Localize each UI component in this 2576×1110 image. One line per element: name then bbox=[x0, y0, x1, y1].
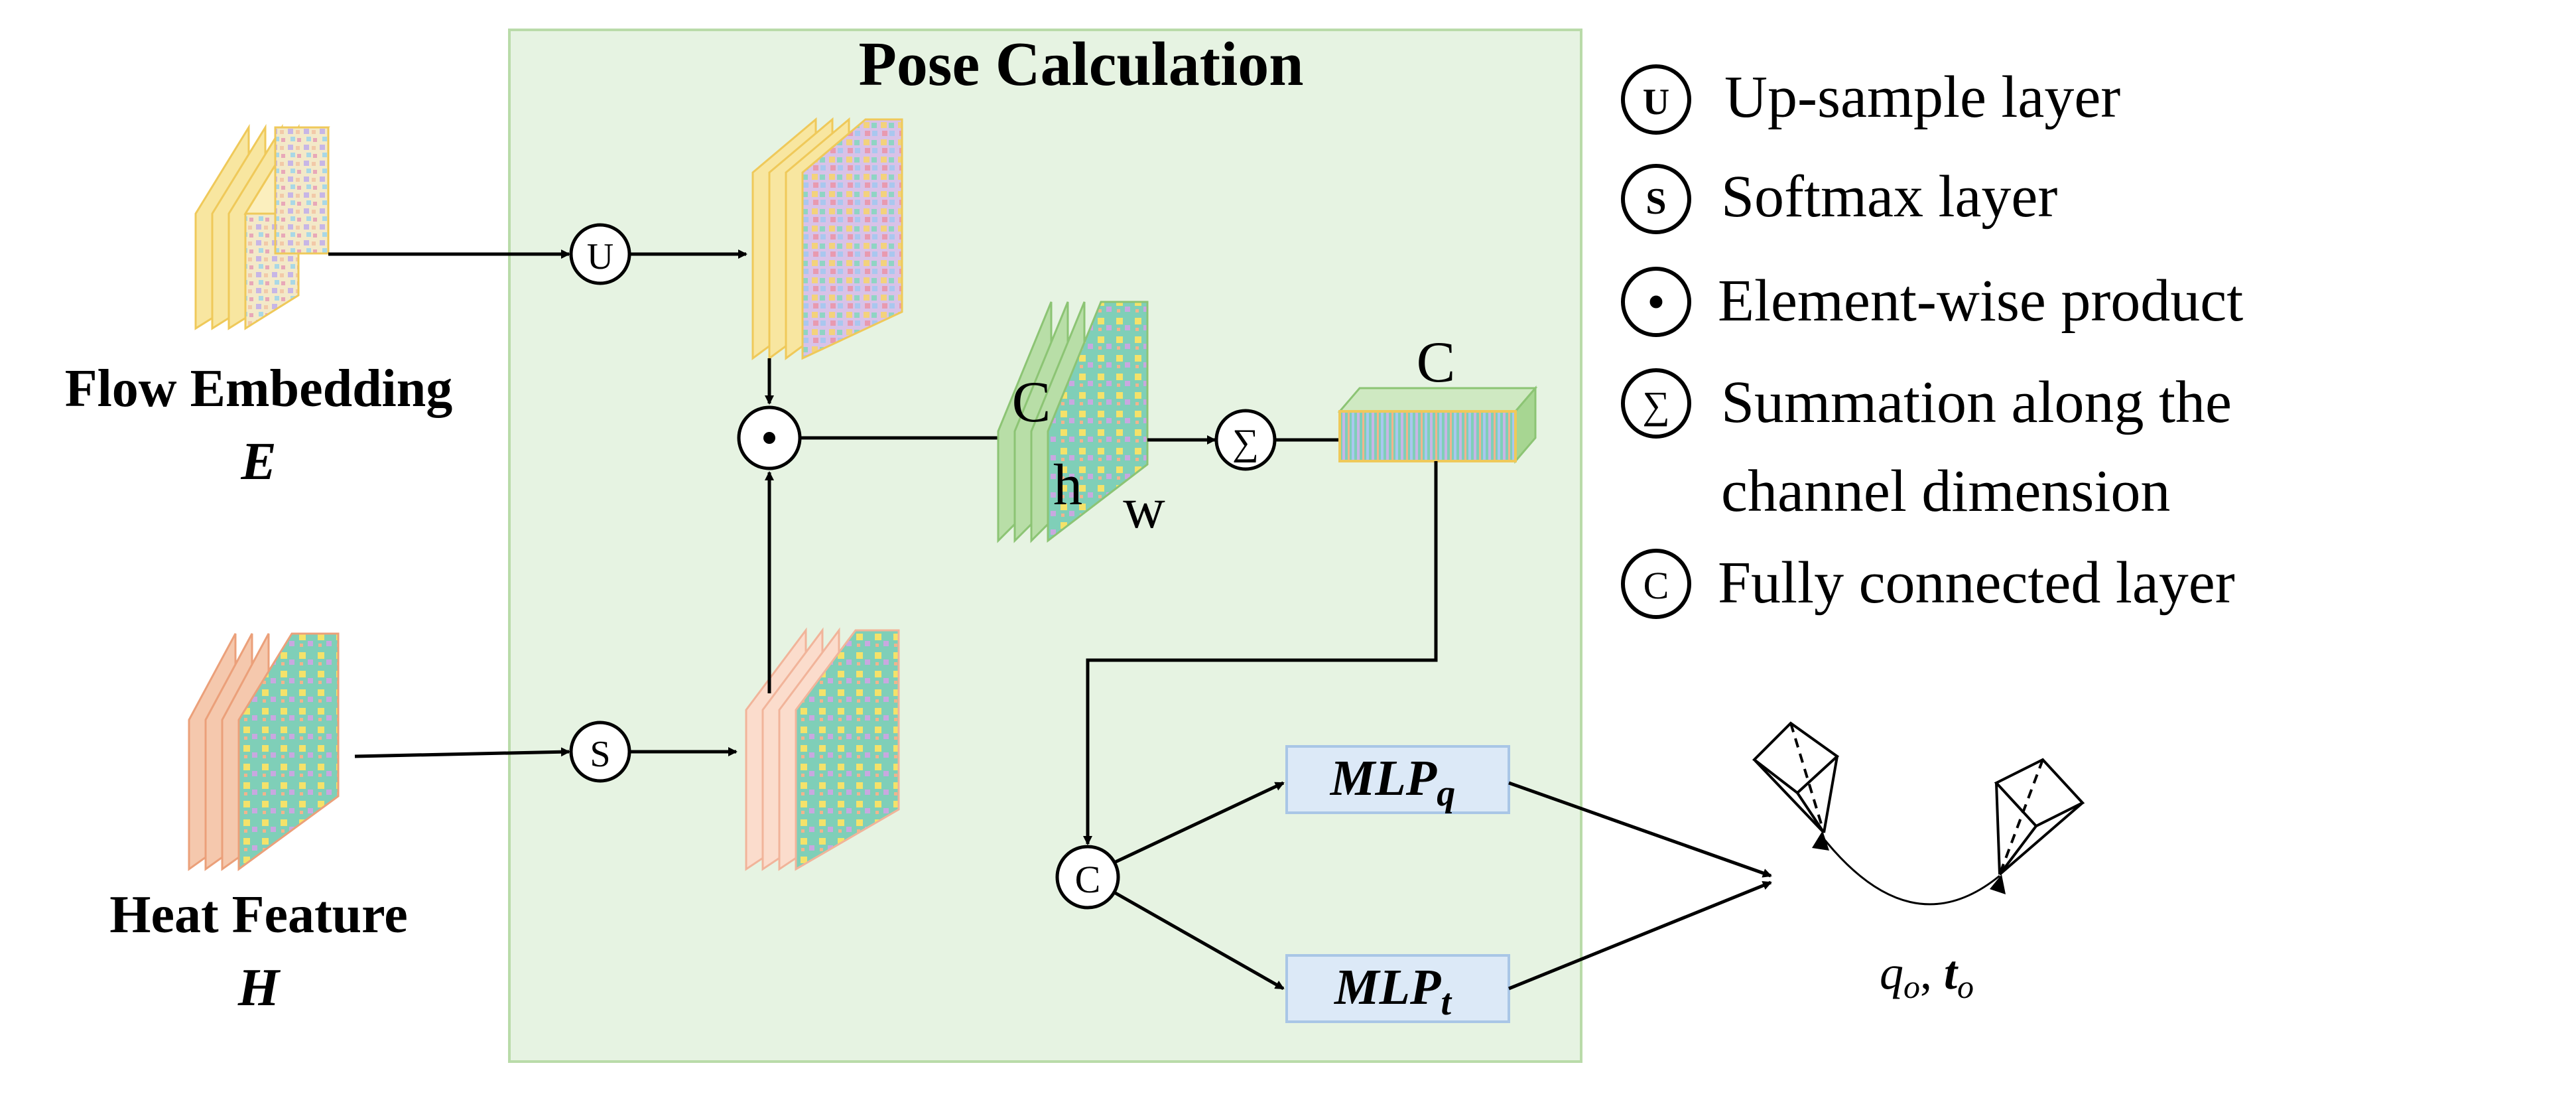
legend-product-symbol: • bbox=[1648, 277, 1665, 328]
heat-feature-label: Heat Feature bbox=[109, 886, 407, 944]
line-vector-to-concat bbox=[1083, 461, 1438, 845]
legend-concat-text: Fully connected layer bbox=[1718, 550, 2235, 616]
pose-calculation-box bbox=[508, 29, 1582, 1063]
trajectory-arrow-left-icon bbox=[1812, 831, 1829, 851]
output-q-sub: o bbox=[1903, 968, 1920, 1005]
legend-upsample-symbol: U bbox=[1643, 82, 1669, 123]
output-sep: , bbox=[1920, 946, 1944, 999]
sum-operator-label: ∑ bbox=[1232, 422, 1259, 463]
output-label: qo, to bbox=[1880, 946, 1974, 1005]
legend-concat-symbol: C bbox=[1643, 564, 1669, 607]
arrow-concat-to-mlp-t bbox=[1113, 890, 1285, 991]
pose-calculation-title: Pose Calculation bbox=[858, 30, 1303, 99]
arrow-mlp-t-to-output bbox=[1508, 880, 1772, 991]
softmax-operator-label: S bbox=[590, 734, 610, 775]
legend-upsample-text: Up-sample layer bbox=[1724, 64, 2120, 130]
concat-operator bbox=[1055, 845, 1120, 910]
channel-vector bbox=[1337, 385, 1538, 464]
output-t-sub: o bbox=[1957, 968, 1974, 1005]
camera-frustum-right-icon bbox=[1994, 758, 2085, 876]
arrow-heat-to-softmax bbox=[354, 747, 570, 758]
mlp-q-label: MLPq bbox=[1330, 750, 1455, 814]
legend: U Up-sample layer S Softmax layer • Elem… bbox=[1621, 64, 2243, 619]
concat-operator-label: C bbox=[1075, 858, 1101, 901]
flow-embedding-label: Flow Embedding bbox=[65, 360, 453, 418]
product-operator-dot bbox=[763, 432, 775, 444]
legend-sum-symbol: ∑ bbox=[1642, 383, 1669, 427]
product-icon bbox=[1621, 267, 1691, 337]
arrow-concat-to-mlp-q bbox=[1113, 781, 1285, 865]
sum-icon bbox=[1621, 368, 1691, 439]
legend-item-sum: ∑ Summation along the channel dimension bbox=[1621, 368, 2232, 524]
legend-item-concat: C Fully connected layer bbox=[1621, 549, 2235, 619]
output-q: q bbox=[1880, 946, 1903, 999]
camera-frustum-left-icon bbox=[1752, 721, 1840, 834]
legend-item-upsample: U Up-sample layer bbox=[1621, 64, 2120, 135]
legend-item-softmax: S Softmax layer bbox=[1621, 164, 2057, 234]
mlp-q-sub: q bbox=[1437, 773, 1455, 814]
upsampled-flow-feature bbox=[751, 117, 903, 360]
arrow-mlp-q-to-output bbox=[1508, 781, 1772, 878]
dim-c-label: C bbox=[1012, 370, 1051, 435]
trajectory-curve bbox=[1819, 834, 2000, 906]
mlp-t-sub: t bbox=[1441, 982, 1452, 1023]
mlp-q-main: MLP bbox=[1330, 750, 1437, 806]
mlp-t-main: MLP bbox=[1334, 959, 1441, 1015]
softmax-icon bbox=[1621, 164, 1691, 234]
softmax-heat-feature bbox=[745, 627, 900, 871]
output-t: t bbox=[1944, 946, 1959, 999]
trajectory-arrow-right-icon bbox=[1990, 874, 2006, 894]
weighted-feature-block bbox=[997, 301, 1149, 543]
legend-softmax-symbol: S bbox=[1645, 181, 1666, 222]
upsample-icon bbox=[1621, 64, 1691, 135]
legend-item-product: • Element-wise product bbox=[1621, 267, 2243, 337]
heat-feature-input bbox=[188, 632, 340, 871]
mlp-q-box bbox=[1285, 745, 1510, 814]
upsample-operator-label: U bbox=[587, 236, 613, 277]
concat-icon bbox=[1621, 549, 1691, 619]
dim-h-label: h bbox=[1053, 453, 1082, 518]
mlp-t-label: MLPt bbox=[1334, 959, 1452, 1023]
legend-softmax-text: Softmax layer bbox=[1721, 164, 2057, 230]
legend-product-text: Element-wise product bbox=[1718, 268, 2243, 334]
dim-w-label: w bbox=[1123, 476, 1165, 541]
flow-embedding-feature bbox=[194, 123, 330, 330]
legend-sum-text-2: channel dimension bbox=[1721, 458, 2170, 524]
heat-feature-symbol: H bbox=[237, 959, 281, 1017]
flow-embedding-symbol: E bbox=[240, 433, 276, 491]
vector-c-label: C bbox=[1417, 330, 1456, 395]
legend-sum-text: Summation along the bbox=[1721, 370, 2232, 435]
